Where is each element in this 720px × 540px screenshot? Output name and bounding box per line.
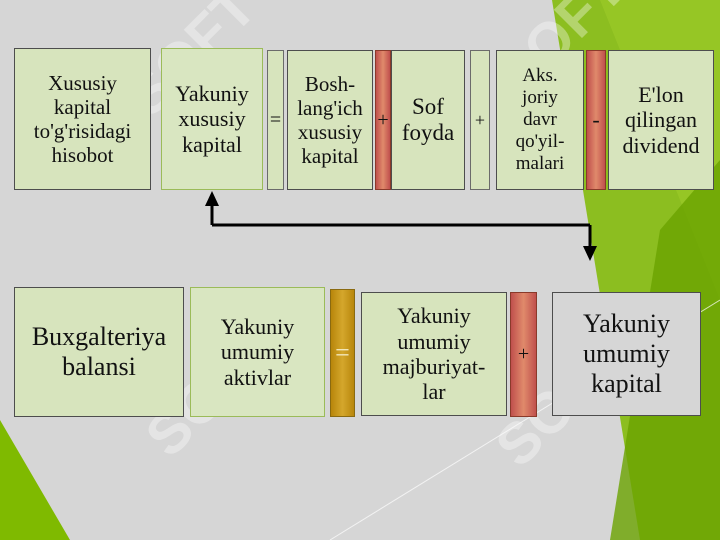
equity-statement-title: Xususiy kapital to'g'risidagi hisobot: [14, 48, 151, 190]
stock-repurchase-box: Aks. joriy davr qo'yil- malari: [496, 50, 584, 190]
dividends-box: E'lon qilingan dividend: [608, 50, 714, 190]
total-liabilities-box: Yakuniy umumiy majburiyat- lar: [361, 292, 507, 416]
beginning-equity-box: Bosh- lang'ich xususiy kapital: [287, 50, 373, 190]
equals-operator: =: [267, 50, 284, 190]
total-equity-box: Yakuniy umumiy kapital: [552, 292, 701, 416]
plus-operator-2: +: [470, 50, 490, 190]
total-assets-box: Yakuniy umumiy aktivlar: [190, 287, 325, 417]
balance-sheet-title: Buxgalteriya balansi: [14, 287, 184, 417]
plus-operator: +: [375, 50, 391, 190]
plus-operator-balance: +: [510, 292, 537, 417]
ending-equity-box: Yakuniy xususiy kapital: [161, 48, 263, 190]
equals-operator-balance: =: [330, 289, 355, 417]
net-income-box: Sof foyda: [391, 50, 465, 190]
minus-operator: -: [586, 50, 606, 190]
